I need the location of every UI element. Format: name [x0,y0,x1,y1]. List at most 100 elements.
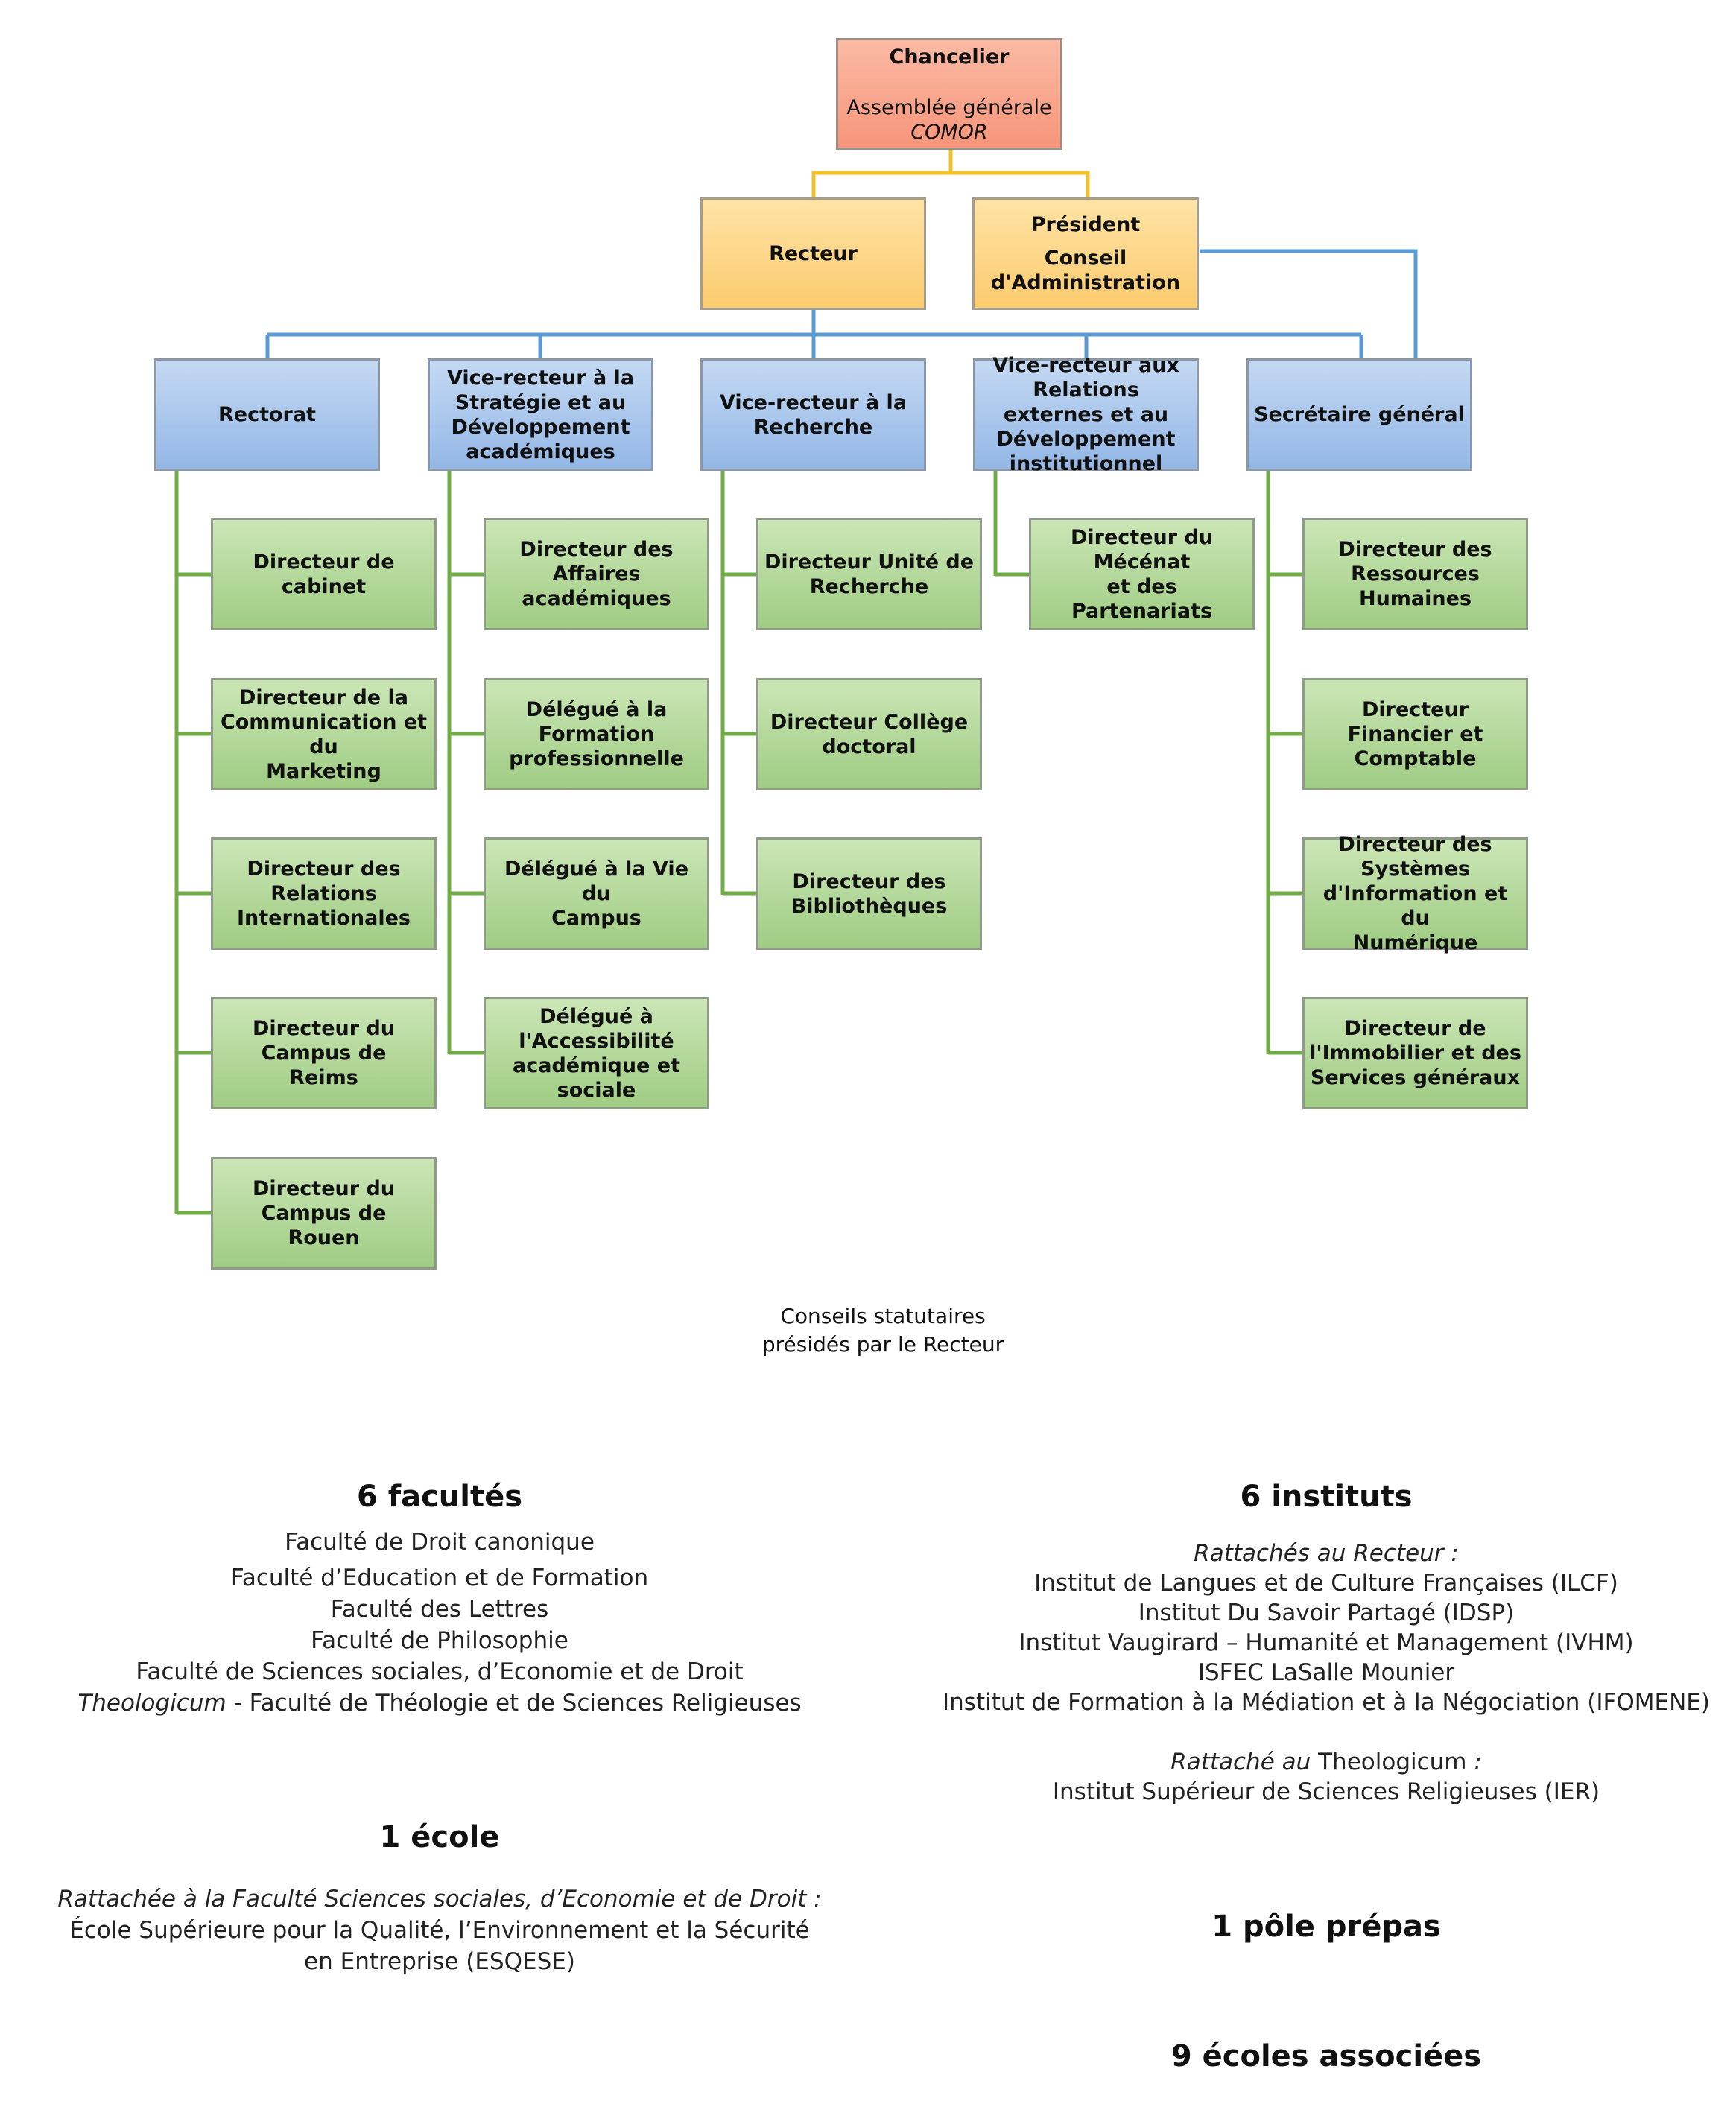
branch-label-line: Rectorat [218,403,316,426]
dir-label-line: Directeur Collège [770,710,969,734]
branch-label-line: Relations externes et au [1003,378,1169,426]
faculte-item: Faculté de Sciences sociales, d’Economie… [136,1658,744,1685]
recteur-box: Recteur [700,197,926,310]
branch-label-line: Recherche [753,415,873,439]
theologicum-rest: - Faculté de Théologie et de Sciences Re… [226,1690,802,1717]
assemblee-generale-label: Assemblée générale [846,96,1052,119]
dir-label-line: Comptable [1354,747,1477,770]
dir-directeur-de-cabinet-box: Directeur de cabinet [211,518,437,630]
branch-label-line: institutionnel [1009,452,1163,475]
branch-secretaire-general-box: Secrétaire général [1246,358,1472,471]
branch-label-line: Stratégie et au [454,390,627,414]
ecole-line2: en Entreprise (ESQESE) [304,1948,575,1975]
dir-label-line: Directeur Financier et [1347,698,1483,746]
administration-label: d'Administration [990,271,1181,294]
associees-heading: 9 écoles associées [1170,2039,1482,2073]
comor-label: COMOR [910,121,988,144]
dir-label-line: Directeur de [1344,1017,1486,1040]
dir-label-line: Directeur des [792,869,946,893]
institut-item: Institut de Formation à la Médiation et … [943,1689,1710,1716]
faculte-item: Faculté de Droit canonique [285,1529,595,1556]
dir-label-line: Internationales [236,907,411,930]
branch-rectorat-box: Rectorat [154,358,380,471]
branch-label-line: Développement [451,415,630,439]
ecole-heading: 1 école [379,1820,500,1854]
instituts-attached-theologicum: Rattaché au Theologicum : [916,1747,1736,1777]
recteur-title: Recteur [769,242,858,265]
dir-label-line: Communication et du [220,710,428,758]
dir-label-line: d'Information et du [1322,882,1508,930]
branch-label-line: Vice-recteur à la [446,366,635,390]
dir-label-line: Directeur Unité de [764,550,975,574]
branch-label-line: Secrétaire général [1254,403,1465,426]
connector-president-secretaire [1200,249,1418,358]
theologicum-label: Theologicum [77,1690,226,1717]
dir-label-line: académiques [522,587,671,610]
connectors-secretaire-children [1266,471,1302,1055]
dir-label-line: Directeur du Campus de [252,1017,395,1065]
branch-label-line: académiques [466,440,615,463]
dir-label-line: Délégué à l'Accessibilité [519,1004,674,1053]
dir-label-line: Directeur des [1338,538,1492,561]
facultes-heading: 6 facultés [356,1480,523,1514]
dir-label-line: Directeur de la [239,685,408,709]
conseils-line1: Conseils statutaires [780,1304,986,1328]
connectors-relations-children [993,471,1029,577]
facultes-section: 6 facultés Faculté de Droit canonique Fa… [52,1479,827,1719]
conseils-line2: présidés par le Recteur [761,1332,1004,1357]
dir-label-line: Délégué à la Vie du [504,858,689,905]
dir-label-line: Directeur du Mécénat [1070,525,1213,574]
connector-chancelier-president [951,171,1090,197]
rattache-au-label: Rattaché au [1170,1749,1311,1775]
faculte-item: Faculté d’Education et de Formation [230,1565,649,1591]
dir-label-line: Recherche [809,574,929,598]
connectors-recherche-children [720,471,756,896]
instituts-heading: 6 instituts [1240,1480,1413,1514]
dir-label-line: Directeur des Affaires [519,538,674,586]
institut-item: ISFEC LaSalle Mounier [1197,1659,1455,1686]
dir-label-line: Ressources Humaines [1351,563,1480,610]
dir-label-line: Délégué à la Formation [525,698,668,746]
dir-label-line: Directeur des Relations [247,858,401,905]
institut-item-ier: Institut Supérieur de Sciences Religieus… [1052,1778,1600,1805]
faculte-item: Faculté des Lettres [330,1596,549,1623]
conseils-caption: Conseils statutaires présidés par le Rec… [644,1302,1121,1359]
institut-item: Institut Du Savoir Partagé (IDSP) [1138,1600,1515,1626]
chancelier-title: Chancelier [889,45,1010,69]
branch-label-line: Vice-recteur à la [719,390,907,414]
dir-label-line: Directeur des Systèmes [1338,833,1492,881]
dir-label-line: Reims [289,1066,358,1089]
conseil-label: Conseil [1044,247,1127,270]
faculte-item-theologicum: Theologicum - Faculté de Théologie et de… [52,1688,827,1719]
dir-label-line: Rouen [288,1226,360,1249]
connectors-rectorat-children [174,471,211,1215]
instituts-section: 6 instituts Rattachés au Recteur : Insti… [916,1479,1736,1807]
branch-label-line: Développement [996,428,1176,451]
ecole-line1: École Supérieure pour la Qualité, l’Envi… [69,1917,810,1944]
dir-label-line: et des Partenariats [1071,574,1213,623]
dir-label-line: académique et sociale [513,1053,680,1102]
connectors-strategie-children [447,471,484,1055]
ecole-attached: Rattachée à la Faculté Sciences sociales… [57,1886,822,1913]
dir-label-line: Marketing [266,759,381,783]
ecole-section: 1 école Rattachée à la Faculté Sciences … [45,1819,834,1977]
dir-label-line: Directeur du Campus de [252,1177,395,1225]
org-chart-connectors [174,149,1418,1215]
dir-label-line: l'Immobilier et des [1309,1042,1521,1065]
